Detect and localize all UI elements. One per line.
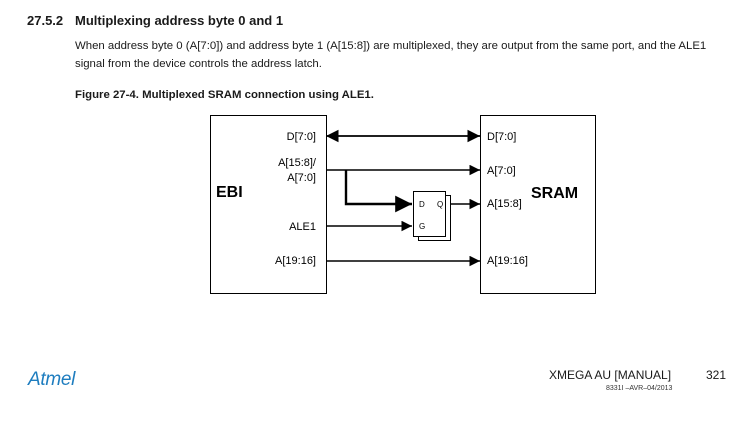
sram-pin-addr-low: A[7:0] bbox=[487, 165, 516, 177]
latch-q-label: Q bbox=[437, 200, 443, 209]
sram-pin-data: D[7:0] bbox=[487, 131, 516, 143]
ebi-block bbox=[210, 115, 327, 294]
ebi-pin-ale: ALE1 bbox=[289, 221, 316, 233]
latch-d-label: D bbox=[419, 200, 425, 209]
latch-g-label: G bbox=[419, 222, 425, 231]
figure-caption: Figure 27-4. Multiplexed SRAM connection… bbox=[75, 89, 374, 101]
section-number: 27.5.2 bbox=[27, 13, 64, 28]
ebi-pin-addr-line1: A[15:8]/ bbox=[278, 157, 317, 169]
footer-document-id: 8331I –AVR–04/2013 bbox=[606, 385, 673, 392]
latch-input-line bbox=[344, 170, 412, 213]
ebi-label: EBI bbox=[216, 184, 243, 201]
sram-block bbox=[480, 115, 596, 294]
ebi-pin-high-addr: A[19:16] bbox=[275, 255, 316, 267]
ebi-pin-data: D[7:0] bbox=[287, 131, 316, 143]
footer-page-number: 321 bbox=[706, 368, 727, 382]
sram-label: SRAM bbox=[531, 185, 578, 202]
sram-pin-addr-mid: A[15:8] bbox=[487, 198, 522, 210]
latch-block bbox=[413, 191, 446, 237]
section-heading: 27.5.2 Multiplexing address byte 0 and 1 bbox=[27, 13, 283, 28]
body-paragraph: When address byte 0 (A[7:0]) and address… bbox=[75, 40, 707, 70]
atmel-logo: Atmel bbox=[28, 369, 76, 390]
footer-manual-title: XMEGA AU [MANUAL] bbox=[549, 368, 672, 382]
sram-pin-addr-high: A[19:16] bbox=[487, 255, 528, 267]
ebi-pin-addr-line2: A[7:0] bbox=[287, 172, 316, 184]
section-title: Multiplexing address byte 0 and 1 bbox=[75, 13, 284, 28]
